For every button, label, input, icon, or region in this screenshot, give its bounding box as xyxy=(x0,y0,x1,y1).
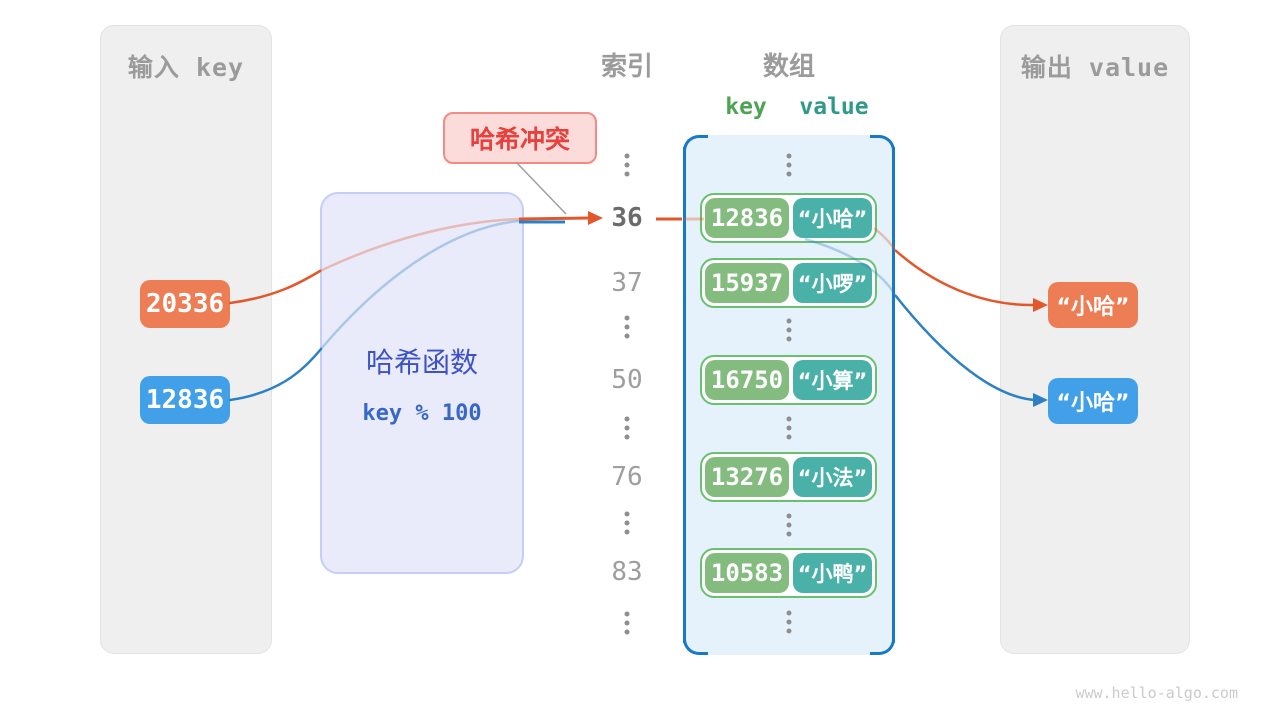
pair-row-index-37: 15937“小啰” xyxy=(700,258,877,308)
output-value-badge-top: “小哈” xyxy=(1048,282,1138,328)
value-column-header: value xyxy=(799,94,869,120)
ellipsis-dot xyxy=(624,629,630,635)
array-ellipsis xyxy=(786,513,792,537)
ellipsis-dot xyxy=(624,416,630,422)
index-ellipsis xyxy=(624,611,630,635)
ellipsis-dot xyxy=(786,628,792,634)
pair-row-index-76: 13276“小法” xyxy=(700,452,877,502)
array-ellipsis xyxy=(786,318,792,342)
array-box-corner xyxy=(870,135,895,160)
value-badge: “小算” xyxy=(793,360,872,400)
ellipsis-dot xyxy=(624,529,630,535)
input-key-panel: 输入 key xyxy=(100,25,272,654)
ellipsis-dot xyxy=(786,171,792,177)
ellipsis-dot xyxy=(624,153,630,159)
ellipsis-dot xyxy=(786,531,792,537)
array-box-corner xyxy=(683,630,708,655)
array-box-corner xyxy=(683,135,708,160)
hash-function-formula: key % 100 xyxy=(362,400,482,426)
array-box-right-edge xyxy=(892,147,895,643)
ellipsis-dot xyxy=(786,619,792,625)
pair-row-index-50: 16750“小算” xyxy=(700,355,877,405)
key-badge: 15937 xyxy=(705,263,789,303)
key-badge: 10583 xyxy=(705,553,789,593)
output-panel-title: 输出 value xyxy=(1020,53,1170,82)
key-badge: 13276 xyxy=(705,457,789,497)
value-badge: “小哈” xyxy=(793,198,872,238)
index-value-83: 83 xyxy=(611,557,643,587)
index-column-header: 索引 xyxy=(600,52,653,82)
ellipsis-dot xyxy=(786,153,792,159)
ellipsis-dot xyxy=(786,522,792,528)
ellipsis-dot xyxy=(624,425,630,431)
array-ellipsis xyxy=(786,610,792,634)
array-box-corner xyxy=(870,630,895,655)
ellipsis-dot xyxy=(624,333,630,339)
watermark: www.hello-algo.com xyxy=(1075,684,1238,702)
index-ellipsis xyxy=(624,153,630,177)
index-ellipsis xyxy=(624,315,630,339)
array-ellipsis xyxy=(786,153,792,177)
value-badge: “小鸭” xyxy=(793,553,872,593)
pair-row-index-36: 12836“小哈” xyxy=(700,193,877,243)
ellipsis-dot xyxy=(624,324,630,330)
value-badge: “小啰” xyxy=(793,263,872,303)
key-column-header: key xyxy=(725,94,767,120)
ellipsis-dot xyxy=(786,318,792,324)
value-badge: “小法” xyxy=(793,457,872,497)
hash-collision-label: 哈希冲突 xyxy=(443,112,597,164)
ellipsis-dot xyxy=(624,171,630,177)
ellipsis-dot xyxy=(786,162,792,168)
input-key-badge-20336: 20336 xyxy=(140,280,230,328)
index-ellipsis xyxy=(624,511,630,535)
hash-function-box: 哈希函数 key % 100 xyxy=(320,192,524,574)
ellipsis-dot xyxy=(624,511,630,517)
ellipsis-dot xyxy=(624,434,630,440)
index-value-76: 76 xyxy=(611,462,643,492)
output-value-panel: 输出 value xyxy=(1000,25,1190,654)
ellipsis-dot xyxy=(786,610,792,616)
ellipsis-dot xyxy=(624,611,630,617)
output-value-badge-bottom: “小哈” xyxy=(1048,378,1138,424)
flow-orange-to-index xyxy=(518,216,590,221)
array-column-header: 数组 xyxy=(762,52,815,82)
pair-row-index-83: 10583“小鸭” xyxy=(700,548,877,598)
ellipsis-dot xyxy=(786,336,792,342)
ellipsis-dot xyxy=(786,327,792,333)
ellipsis-dot xyxy=(786,425,792,431)
ellipsis-dot xyxy=(786,416,792,422)
hash-function-title: 哈希函数 xyxy=(365,345,478,379)
key-badge: 16750 xyxy=(705,360,789,400)
array-ellipsis xyxy=(786,416,792,440)
input-panel-title: 输入 key xyxy=(127,53,245,82)
array-box-left-edge xyxy=(683,147,686,643)
index-value-37: 37 xyxy=(611,268,643,298)
key-badge: 12836 xyxy=(705,198,789,238)
index-value-36: 36 xyxy=(611,203,643,233)
ellipsis-dot xyxy=(624,520,630,526)
input-key-badge-12836: 12836 xyxy=(140,376,230,424)
index-value-50: 50 xyxy=(611,365,643,395)
ellipsis-dot xyxy=(624,162,630,168)
ellipsis-dot xyxy=(786,434,792,440)
ellipsis-dot xyxy=(624,620,630,626)
ellipsis-dot xyxy=(786,513,792,519)
index-ellipsis xyxy=(624,416,630,440)
ellipsis-dot xyxy=(624,315,630,321)
